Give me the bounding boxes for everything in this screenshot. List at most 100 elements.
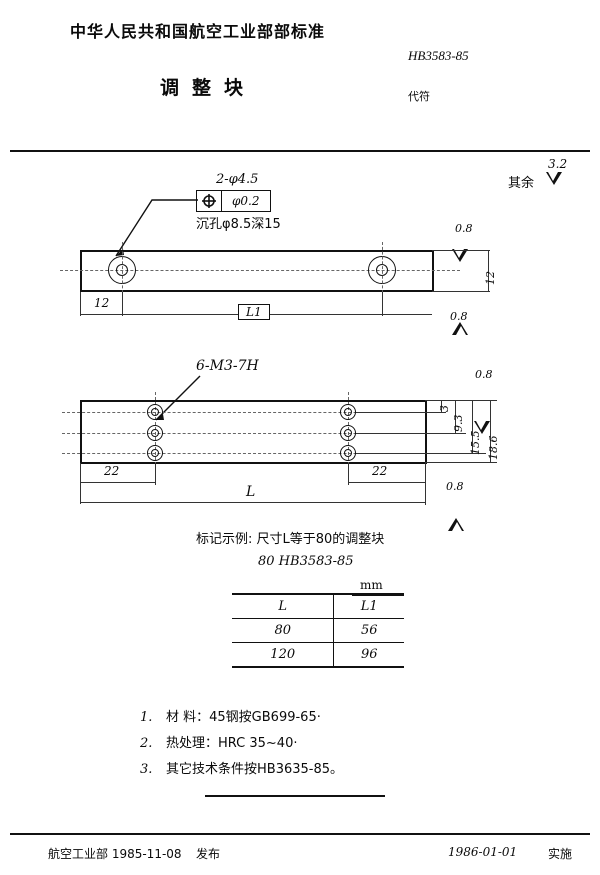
- front-view-edge-right: [425, 400, 427, 464]
- top-view-finish-top-value: 0.8: [455, 222, 473, 235]
- thread-hole-inner-r2: [344, 429, 352, 437]
- front-dim-line-22-left: [80, 482, 155, 483]
- front-dim-ext-row1: [356, 412, 446, 413]
- note-item: 2. 热处理：HRC 35~40·: [140, 731, 343, 757]
- position-tolerance-icon: [197, 191, 222, 211]
- note-number: 2.: [140, 736, 153, 751]
- table-cell-L-1: 80: [232, 618, 335, 643]
- thread-hole-outer-r3: [340, 445, 356, 461]
- note-text: 其它技术条件按HB3635-85。: [166, 762, 344, 777]
- callout-qty-dia: 2-φ4.5: [216, 172, 259, 187]
- front-dim-line-v4: [490, 400, 491, 463]
- front-dim-line-v1: [441, 400, 442, 413]
- thread-hole-inner-l2: [151, 429, 159, 437]
- table-unit-label: mm: [360, 578, 383, 592]
- table-cell-L-2: 120: [232, 642, 335, 668]
- front-dim-line-overall: [80, 502, 425, 503]
- top-view-dim-length: L1: [238, 304, 270, 320]
- top-view-height-dim: 12: [484, 271, 497, 285]
- top-view-finish-bottom-value: 0.8: [450, 310, 468, 323]
- front-dim-ext-bottom: [425, 462, 497, 463]
- top-view-finish-top-icon: [452, 249, 468, 262]
- table-header-row: L L1: [232, 593, 404, 619]
- top-view-edge-right: [432, 250, 434, 292]
- top-dim-ext-left: [80, 292, 81, 316]
- front-view-dim-v2: 9.3: [452, 414, 465, 433]
- general-finish-value: 3.2: [548, 157, 568, 171]
- front-view-edge-top: [80, 400, 425, 402]
- top-view-centerline-h: [60, 270, 460, 271]
- thread-hole-inner-l1: [151, 408, 159, 416]
- footer-divider: [10, 833, 590, 835]
- front-dim-ext-x-holeL: [155, 463, 156, 485]
- front-view-centerline-row1: [62, 412, 442, 413]
- thread-callout: 6-M3-7H: [196, 358, 259, 374]
- table-cell-L1-1: 56: [333, 618, 404, 643]
- table-header-L: L: [232, 593, 335, 619]
- footer-issuer: 航空工业部 1985-11-08: [48, 847, 182, 861]
- front-view-dim-v4: 18.6: [487, 435, 500, 461]
- finish-triangle-icon: [546, 172, 562, 185]
- counterbore-note: 沉孔φ8.5深15: [196, 217, 281, 232]
- front-view-edge-bottom: [80, 462, 425, 464]
- note-item: 3. 其它技术条件按HB3635-85。: [140, 757, 343, 783]
- thread-hole-inner-r3: [344, 449, 352, 457]
- position-tolerance-value: φ0.2: [232, 194, 260, 208]
- top-view-height-ext-top: [432, 250, 490, 251]
- front-dim-ext-overall-left: [80, 484, 81, 504]
- note-number: 1.: [140, 710, 153, 725]
- front-view-finish-bottom-value: 0.8: [446, 480, 464, 493]
- front-dim-ext-x-holeR: [348, 463, 349, 485]
- top-view-edge-left: [80, 250, 82, 292]
- front-view-finish-top-icon: [474, 421, 490, 434]
- front-view-dim-v1: 3: [438, 405, 451, 412]
- note-text: 热处理：HRC 35~40·: [166, 736, 298, 751]
- front-dim-ext-x-left: [80, 463, 81, 485]
- top-view-height-dim-line: [488, 250, 489, 292]
- dimension-table: L L1 80 56 120 96: [232, 593, 404, 668]
- front-view-finish-bottom-icon: [448, 518, 464, 531]
- code-label: 代符: [408, 90, 430, 103]
- thread-hole-inner-r1: [344, 408, 352, 416]
- top-dim-ext-hole-right: [382, 292, 383, 316]
- table-cell-L1-2: 96: [333, 642, 404, 668]
- table-row: 80 56: [232, 618, 404, 643]
- table-row: 120 96: [232, 642, 404, 668]
- front-view-finish-top-value: 0.8: [475, 368, 493, 381]
- thread-hole-outer-r1: [340, 404, 356, 420]
- front-view-dim-v3: 15.5: [469, 430, 482, 456]
- position-tolerance-frame: φ0.2: [196, 190, 271, 212]
- footer-effective-date: 1986-01-01: [448, 845, 518, 859]
- notes-divider: [205, 795, 385, 797]
- front-dim-ext-top: [425, 400, 497, 401]
- thread-hole-outer-l2: [147, 425, 163, 441]
- note-number: 3.: [140, 762, 153, 777]
- front-view-centerline-row3: [62, 453, 442, 454]
- front-view-dim-right: 22: [372, 464, 388, 478]
- mark-example-line2: 80 HB3583-85: [258, 554, 354, 569]
- front-dim-ext-row2: [356, 433, 466, 434]
- thread-hole-inner-l3: [151, 449, 159, 457]
- standard-org-title: 中华人民共和国航空工业部部标准: [70, 22, 326, 41]
- header-divider: [10, 150, 590, 152]
- top-view-finish-bottom-icon: [452, 322, 468, 335]
- front-dim-line-v3: [472, 400, 473, 454]
- top-view-dim-left: 12: [94, 296, 110, 310]
- top-view-hole-centerline-left: [122, 242, 123, 298]
- general-finish-label: 其余: [508, 176, 535, 191]
- front-view-dim-overall: L: [246, 484, 256, 500]
- thread-hole-outer-l3: [147, 445, 163, 461]
- front-dim-line-v2: [455, 400, 456, 434]
- footer-effective-label: 实施: [548, 847, 573, 861]
- front-view-edge-left: [80, 400, 82, 464]
- front-dim-line-22-right: [348, 482, 425, 483]
- thread-hole-outer-r2: [340, 425, 356, 441]
- front-view-centerline-row2: [62, 433, 442, 434]
- front-dim-ext-row3: [356, 453, 486, 454]
- front-dim-ext-x-right: [425, 463, 426, 505]
- footer-publish-label: 发布: [196, 847, 221, 861]
- front-view-dim-left: 22: [104, 464, 120, 478]
- table-header-L1: L1: [333, 593, 404, 619]
- note-text: 材 料：45钢按GB699-65·: [166, 710, 321, 725]
- top-view-edge-top: [80, 250, 432, 252]
